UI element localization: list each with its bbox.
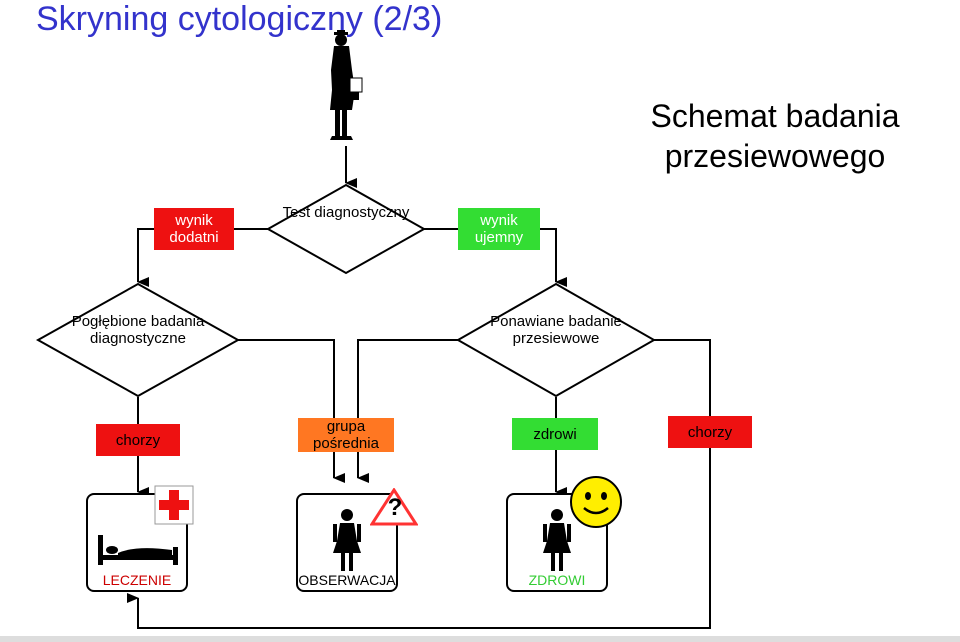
connector-repeat-sick [654,339,711,418]
smiley-icon [570,476,622,528]
negative-result-box: wynik ujemny [458,208,540,250]
warning-triangle-icon [370,488,418,526]
question-mark: ? [387,494,403,521]
page-title: Skryning cytologiczny (2/3) [36,0,443,38]
positive-result-box: wynik dodatni [154,208,234,250]
connector-sick-loop-treatment [127,448,711,629]
connector-deep-observation [238,339,345,483]
diagram-subtitle: Schemat badania przesiewowego [650,98,900,174]
treatment-label: LECZENIE [102,572,172,588]
connector-positive-deep [137,228,154,287]
repeat-screening-label: Ponawiane badanie przesiewowe [490,313,622,347]
woman-figure-icon [543,509,571,571]
red-cross-icon [154,485,194,525]
woman-figure-icon [333,509,361,571]
connector-negative-repeat [540,228,567,287]
healthy-box: zdrowi [512,418,598,450]
healthy-label: ZDROWI [528,572,586,588]
diamond-repeat [455,282,657,398]
sick-box-right: chorzy [668,416,752,448]
bottom-border [0,636,960,642]
diamond-test [265,183,427,275]
intermediate-group-box: grupa pośrednia [298,418,394,452]
diamond-deep [35,282,241,398]
sick-box-left: chorzy [96,424,180,456]
connector-repeat-observation [357,339,458,483]
bed-icon [98,535,178,565]
observation-label: OBSERWACJA [298,572,396,588]
woman-silhouette-icon [330,30,363,140]
test-diagnostic-label: Test diagnostyczny [282,204,410,221]
deep-diagnostics-label: Pogłębione badania diagnostyczne [71,313,205,347]
